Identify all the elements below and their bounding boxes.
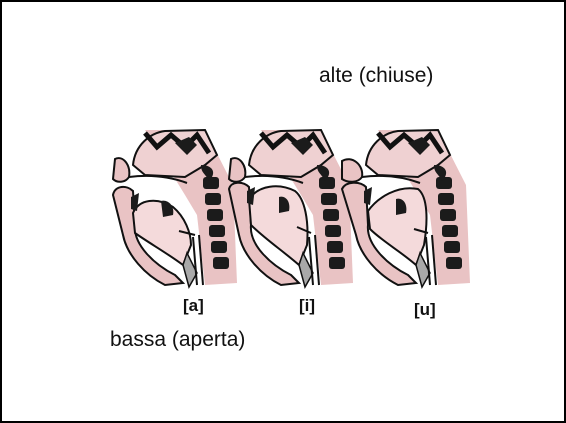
vowel-label-i: [i]	[299, 296, 315, 316]
vocal-tract-u-figure	[338, 125, 476, 290]
vowel-label-a: [a]	[183, 296, 204, 316]
vowel-label-u: [u]	[414, 300, 436, 320]
vocal-tract-u-icon	[338, 125, 476, 290]
caption-low-vowel: bassa (aperta)	[110, 328, 245, 352]
caption-high-vowels: alte (chiuse)	[319, 64, 433, 88]
